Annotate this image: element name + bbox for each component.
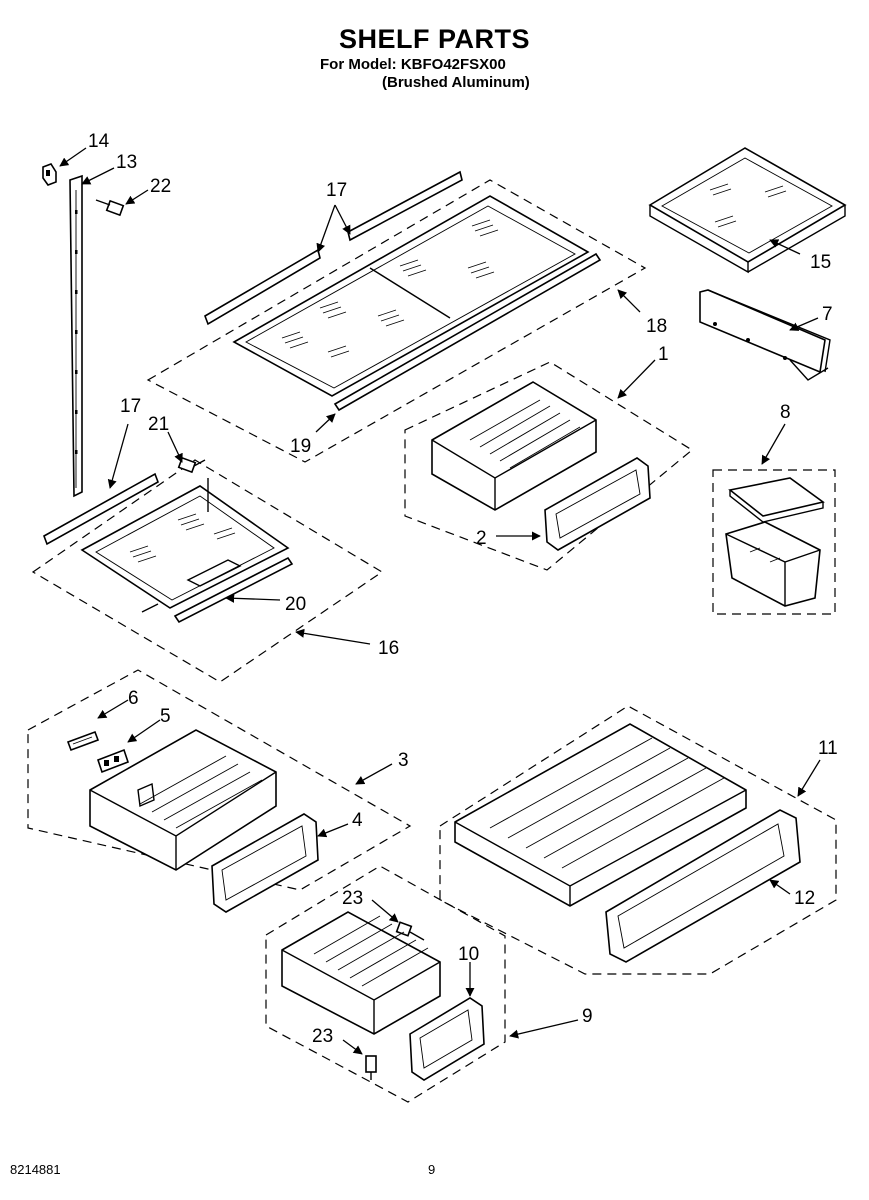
dairy-bin — [725, 521, 821, 607]
left-crisper-drawer — [89, 729, 277, 871]
callout-15: 15 — [810, 252, 831, 273]
shelf-trim-channel — [699, 289, 831, 381]
small-crisper-cover — [409, 997, 485, 1081]
upper-shelf-front-trim — [333, 252, 602, 412]
lower-shelf-front-trim — [173, 556, 294, 624]
lower-glass-shelf — [80, 478, 290, 609]
callout-17-upper: 17 — [326, 180, 347, 201]
crisper-humidity-slider — [96, 748, 130, 774]
page-title: SHELF PARTS — [338, 24, 530, 54]
upper-crisper-drawer — [431, 381, 597, 511]
callout-16: 16 — [378, 638, 399, 659]
callout-11: 11 — [818, 738, 838, 759]
callout-4: 4 — [352, 810, 363, 831]
group-outline-8 — [712, 469, 836, 615]
small-crisper-screw-upper — [395, 921, 425, 941]
slide-out-glass-shelf — [648, 147, 847, 274]
callout-3: 3 — [398, 750, 409, 771]
leader-lines — [59, 147, 821, 1055]
lower-shelf-trim — [43, 472, 159, 546]
callout-10: 10 — [458, 944, 479, 965]
callout-5: 5 — [160, 706, 171, 727]
callout-numbers: 14 13 22 17 15 18 7 1 17 8 21 19 2 20 16… — [88, 131, 838, 1047]
group-outline-3 — [27, 669, 412, 891]
small-crisper-screw-lower — [365, 1055, 377, 1080]
upper-shelf-trim-right — [347, 170, 463, 242]
dairy-bin-lid — [728, 477, 825, 523]
callout-8: 8 — [780, 402, 791, 423]
large-pan-cover — [605, 809, 801, 963]
group-outline-9 — [265, 865, 506, 1103]
rail-screw — [95, 199, 125, 217]
finish-line: (Brushed Aluminum) — [382, 74, 530, 91]
small-crisper-drawer — [281, 911, 441, 1035]
callout-1: 1 — [658, 344, 669, 365]
document-number: 8214881 — [10, 1162, 61, 1177]
callout-20: 20 — [285, 594, 306, 615]
group-outline-16 — [31, 459, 384, 683]
group-outline-11 — [439, 705, 837, 975]
upper-glass-shelf — [232, 195, 590, 397]
lower-shelf-screw — [177, 456, 206, 474]
callout-2: 2 — [476, 528, 487, 549]
upper-crisper-cover — [544, 457, 651, 551]
left-crisper-cover — [211, 813, 319, 913]
callout-12: 12 — [794, 888, 815, 909]
callout-19: 19 — [290, 436, 311, 457]
model-line: For Model: KBFO42FSX00 — [320, 56, 506, 73]
callout-23-lower: 23 — [312, 1026, 333, 1047]
callout-17-lower: 17 — [120, 396, 141, 417]
page-number: 9 — [428, 1162, 436, 1177]
callout-6: 6 — [128, 688, 139, 709]
callout-7: 7 — [822, 304, 833, 325]
vertical-shelf-rail — [69, 174, 83, 498]
large-meat-pan — [454, 723, 747, 907]
upper-shelf-trim-left — [204, 248, 321, 326]
callout-13: 13 — [116, 152, 137, 173]
callout-18: 18 — [646, 316, 667, 337]
callout-22: 22 — [150, 176, 171, 197]
callout-14: 14 — [88, 131, 110, 152]
callout-9: 9 — [582, 1006, 593, 1027]
callout-21: 21 — [148, 414, 169, 435]
callout-23-upper: 23 — [342, 888, 363, 909]
rail-end-cap — [42, 163, 57, 186]
group-outline-18 — [146, 179, 647, 463]
crisper-humidity-label — [66, 730, 100, 752]
model-subtitle: For Model: KBFO42FSX00 (Brushed Aluminum… — [320, 56, 530, 92]
